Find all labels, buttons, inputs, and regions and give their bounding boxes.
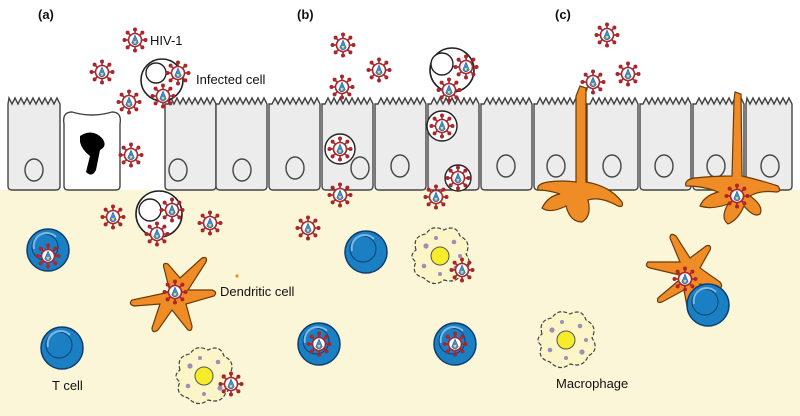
hiv-virion — [115, 88, 143, 116]
macrophage-label: Macrophage — [556, 376, 629, 391]
condensed-nucleus — [80, 132, 105, 175]
panel-label-b: (b) — [297, 7, 314, 22]
hiv-virion — [149, 82, 177, 110]
macrophage — [537, 311, 596, 369]
hiv-virion — [158, 196, 186, 224]
hiv-virion — [422, 183, 450, 211]
epithelial-cell — [7, 95, 61, 191]
hiv-virion — [723, 182, 751, 210]
panel-a-content — [26, 26, 245, 405]
panel-c-content — [537, 21, 781, 369]
hiv-virion — [326, 135, 354, 163]
hiv-virion — [99, 203, 127, 231]
panel-b-content — [294, 31, 480, 366]
hiv-virion — [326, 181, 354, 209]
hiv-virion — [117, 141, 145, 169]
hiv-legend-virion — [121, 26, 149, 54]
panel-label-a: (a) — [38, 7, 54, 22]
hiv-label: HIV-1 — [150, 33, 183, 48]
hiv-virion — [329, 31, 357, 59]
t-cell — [344, 230, 388, 274]
hiv-virion — [671, 265, 699, 293]
intraepithelial-dendritic-cell — [537, 85, 624, 223]
hiv-virion — [161, 278, 189, 306]
hiv-virion — [217, 370, 245, 398]
epithelial-layer — [7, 95, 793, 191]
t-cell — [40, 326, 84, 370]
hiv-virion — [196, 209, 224, 237]
t-cell — [686, 283, 730, 327]
t-cell-label: T cell — [52, 378, 83, 393]
hiv-virion — [593, 21, 621, 49]
hiv-virion — [365, 56, 393, 84]
hiv-virion — [444, 164, 472, 192]
hiv-virion — [294, 214, 322, 242]
hiv-virion — [448, 256, 476, 284]
hiv-virion — [328, 73, 356, 101]
hiv-virion — [305, 330, 333, 358]
intraepithelial-dendritic-cell — [685, 91, 781, 225]
infected-cell-label: Infected cell — [196, 72, 266, 87]
panel-label-c: (c) — [555, 7, 571, 22]
hiv-virion — [88, 58, 116, 86]
hiv-virion — [164, 59, 192, 87]
hiv-virion — [452, 53, 480, 81]
infected-cell — [135, 190, 183, 238]
hiv-virion — [428, 112, 456, 140]
dendritic-cell-label: Dendritic cell — [220, 284, 295, 299]
hiv-virion — [34, 242, 62, 270]
hiv-virion — [143, 220, 171, 248]
hiv-virion — [435, 76, 463, 104]
hiv-virion — [614, 60, 642, 88]
hiv-virion — [441, 330, 469, 358]
